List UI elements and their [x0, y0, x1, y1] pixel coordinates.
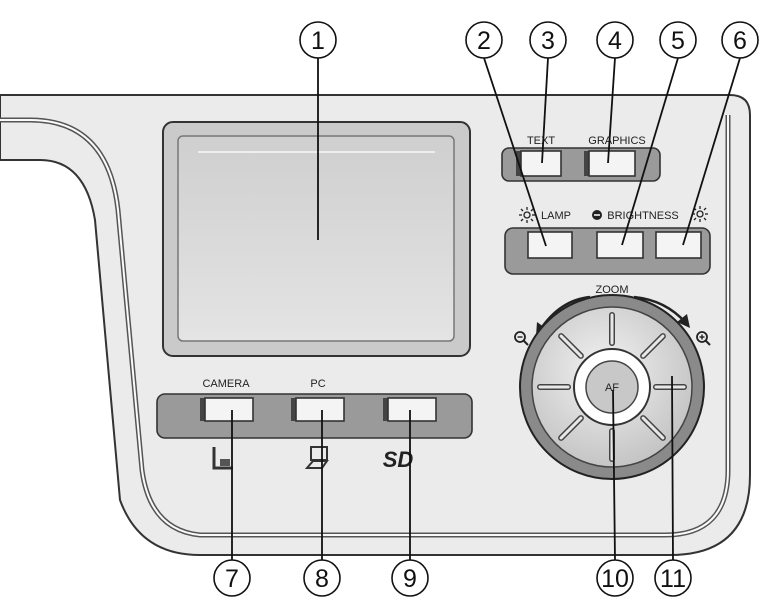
dial-spokes: [537, 312, 687, 462]
af-label: AF: [605, 382, 619, 394]
lamp-brightness-button-group: LAMP BRIGHTNESS: [504, 206, 711, 275]
callout-1: 1: [299, 21, 337, 59]
sd-button[interactable]: [383, 397, 437, 422]
camera-label: CAMERA: [202, 378, 250, 390]
dial-groove-highlight: [641, 416, 665, 440]
text-label: TEXT: [527, 135, 555, 147]
callouts: 1 2 3 4 5 6 7 8 9 10 11: [213, 21, 759, 597]
zoom-in-icon: [696, 331, 711, 346]
zoom-control: ZOOM AF: [514, 284, 711, 480]
sd-card-icon: SD: [383, 447, 414, 472]
camera-icon: [212, 447, 233, 470]
callout-3: 3: [529, 21, 567, 59]
svg-text:11: 11: [660, 565, 686, 593]
svg-text:6: 6: [733, 27, 747, 55]
mode-button-group: CAMERA PC SD: [156, 378, 473, 472]
leader-lines: [231, 57, 741, 561]
callout-2: 2: [465, 21, 503, 59]
callout-7: 7: [213, 559, 251, 597]
callout-11: 11: [654, 559, 692, 597]
zoom-label: ZOOM: [596, 284, 629, 296]
lamp-button[interactable]: [527, 231, 573, 259]
brightness-label: BRIGHTNESS: [607, 210, 679, 222]
callout-5: 5: [659, 21, 697, 59]
svg-text:10: 10: [601, 565, 629, 593]
dial-groove-highlight: [641, 334, 665, 358]
dial-groove-highlight: [559, 416, 583, 440]
svg-text:2: 2: [477, 27, 491, 55]
camera-button[interactable]: [200, 397, 254, 422]
svg-text:7: 7: [225, 565, 239, 593]
pc-button[interactable]: [291, 397, 345, 422]
lcd-screen: [162, 121, 471, 357]
dial-groove-highlight: [559, 334, 583, 358]
text-graphics-button-group: TEXT GRAPHICS: [501, 135, 661, 182]
graphics-button[interactable]: [584, 150, 636, 177]
svg-text:1: 1: [311, 27, 325, 55]
lamp-label: LAMP: [541, 210, 571, 222]
computer-icon: [304, 446, 329, 469]
graphics-label: GRAPHICS: [588, 135, 645, 147]
brightness-up-button[interactable]: [655, 231, 702, 259]
svg-text:8: 8: [315, 565, 329, 593]
text-button[interactable]: [516, 150, 562, 177]
brightness-down-button[interactable]: [596, 231, 644, 259]
svg-text:4: 4: [608, 27, 622, 55]
svg-text:9: 9: [403, 565, 417, 593]
af-button[interactable]: AF: [573, 348, 651, 426]
callout-4: 4: [596, 21, 634, 59]
svg-text:3: 3: [541, 27, 555, 55]
callout-8: 8: [303, 559, 341, 597]
lamp-sun-icon: [519, 207, 535, 223]
zoom-out-icon: [514, 331, 529, 346]
svg-text:5: 5: [671, 27, 685, 55]
pc-label: PC: [310, 378, 325, 390]
callout-10: 10: [596, 559, 634, 597]
callout-6: 6: [721, 21, 759, 59]
brightness-sun-icon: [692, 206, 708, 222]
callout-9: 9: [391, 559, 429, 597]
